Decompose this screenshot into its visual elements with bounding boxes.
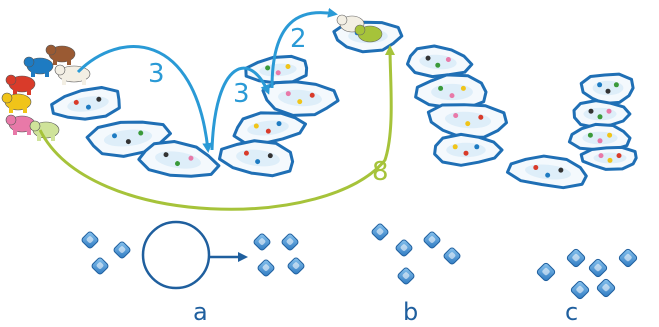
die-cube — [371, 223, 389, 241]
ice-floe-tile — [50, 85, 121, 121]
bear-piece — [5, 74, 36, 95]
ice-floe-tile — [244, 54, 309, 85]
move-3-second-label: 3 — [233, 79, 250, 109]
ice-floe-tile — [426, 103, 509, 139]
die-cube — [287, 257, 305, 275]
example-b-label: b — [403, 298, 418, 326]
ice-floe-tile — [433, 132, 504, 167]
die-cube — [81, 231, 99, 249]
ice-floe-tile — [414, 73, 488, 110]
die-cube — [423, 231, 441, 249]
ice-floe-path — [50, 20, 638, 190]
arrow-move-2 — [270, 7, 338, 89]
bear-piece — [29, 120, 60, 141]
arrow-move-3-second — [210, 66, 270, 151]
die-cube — [570, 280, 590, 300]
die-cube — [443, 247, 461, 265]
die-cube — [596, 278, 616, 298]
die-cube — [253, 233, 271, 251]
arrow-move-3-first — [76, 45, 213, 153]
move-3-first-label: 3 — [148, 59, 165, 89]
ice-floe-tile — [261, 80, 340, 117]
die-cube — [395, 239, 413, 257]
magnifier-circle — [141, 220, 211, 290]
die-cube — [281, 233, 299, 251]
ice-floe-tile — [232, 111, 307, 145]
bear-piece — [45, 44, 76, 65]
ice-floe-tile — [579, 145, 638, 171]
ice-floe-tile — [505, 154, 588, 190]
die-cube — [91, 257, 109, 275]
die-cube — [113, 241, 131, 259]
animal-pieces — [1, 14, 383, 141]
die-cube — [536, 262, 556, 282]
movement-arrows — [38, 7, 396, 211]
die-cube — [257, 259, 275, 277]
polar-bear-piece — [54, 64, 91, 85]
die-cube — [618, 248, 638, 268]
arrow-move-8 — [38, 45, 396, 211]
die-cube — [566, 248, 586, 268]
example-a-label: a — [193, 298, 208, 326]
ice-floe-tile — [137, 140, 221, 178]
example-c-label: c — [565, 298, 578, 326]
die-cube — [588, 258, 608, 278]
move-2-label: 2 — [290, 24, 307, 54]
bear-piece — [23, 56, 54, 77]
pieces-on-target-tile — [336, 14, 383, 43]
ice-floe-tile — [579, 72, 635, 105]
ice-floe-tile — [405, 44, 474, 79]
bear-piece — [5, 114, 36, 135]
die-cube — [397, 267, 415, 285]
bear-piece — [354, 24, 383, 43]
ice-floe-tile — [217, 139, 295, 178]
bear-piece — [1, 92, 32, 113]
move-8-label: 8 — [372, 157, 389, 187]
